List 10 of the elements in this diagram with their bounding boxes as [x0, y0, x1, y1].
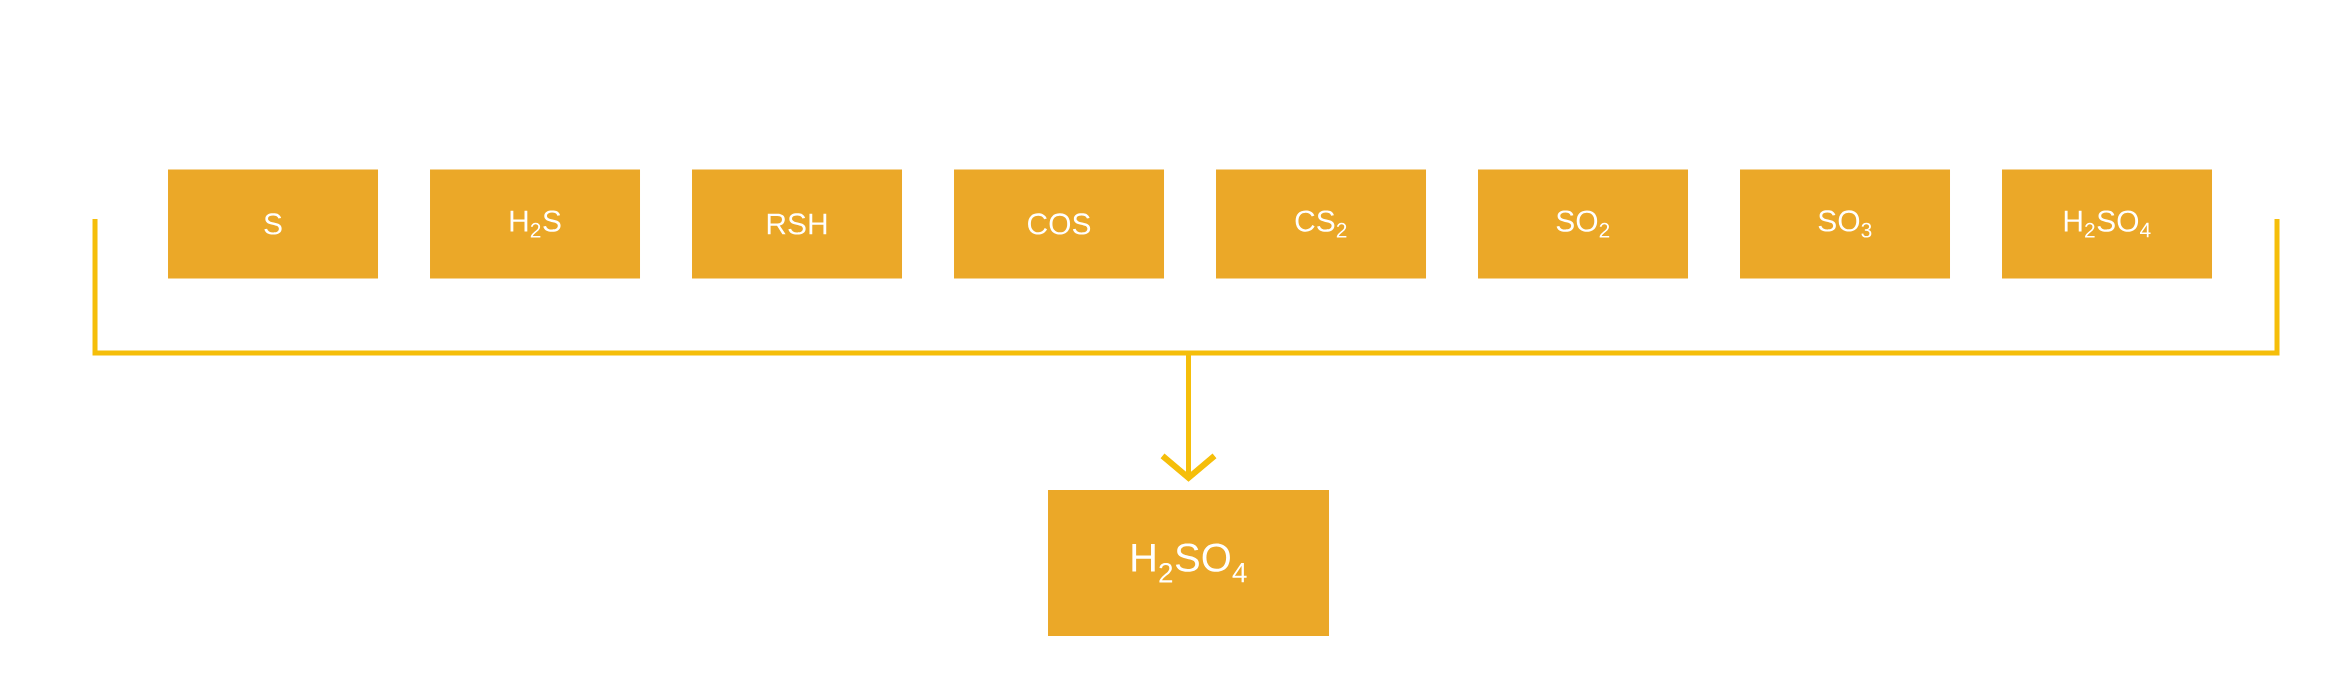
formula-box: S	[168, 169, 378, 279]
formula-box: SO$_{2}$	[1478, 169, 1688, 279]
arrow	[1160, 353, 1217, 482]
formula-box: H$_{2}$S	[430, 169, 640, 279]
formula-box: H$_{2}$SO$_{4}$	[2002, 169, 2212, 279]
formula-box: SO$_{3}$	[1740, 169, 1950, 279]
formula-box: CS$_{2}$	[1216, 169, 1426, 279]
formula-box: RSH	[692, 169, 902, 279]
formula-box: H$_{2}$SO$_{4}$	[1048, 490, 1329, 636]
formula-box: COS	[954, 169, 1164, 279]
